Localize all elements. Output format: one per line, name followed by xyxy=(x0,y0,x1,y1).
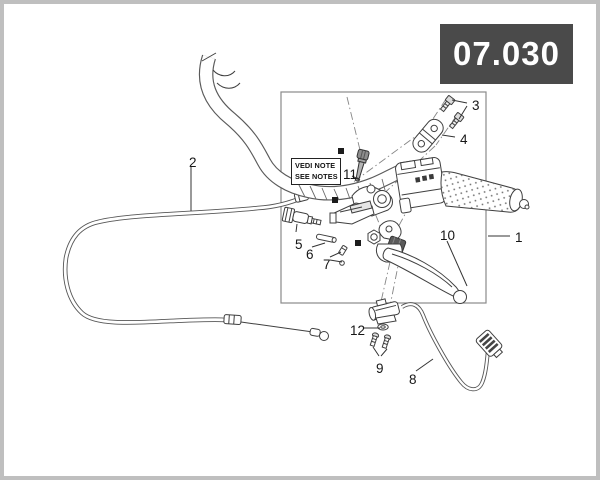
cable-adjuster xyxy=(281,206,322,226)
callout-10: 10 xyxy=(440,228,456,243)
section-code-badge: 07.030 xyxy=(440,24,573,84)
note-line-italian: VEDI NOTE xyxy=(295,161,336,170)
callout-6: 6 xyxy=(306,247,314,262)
pin xyxy=(315,233,337,243)
callout-7: 7 xyxy=(323,257,331,272)
handlebar-grip xyxy=(440,171,530,213)
callout-12: 12 xyxy=(350,323,366,338)
callout-5: 5 xyxy=(295,237,303,252)
leader-lines xyxy=(190,99,510,372)
hex-nut xyxy=(367,229,381,245)
wire-connector xyxy=(475,329,504,359)
switch-housing xyxy=(395,157,446,214)
switch-screws xyxy=(369,332,392,349)
switch-wire xyxy=(400,302,504,392)
clamp-screws xyxy=(439,95,465,130)
callout-9: 9 xyxy=(376,361,384,376)
note-box: VEDI NOTE SEE NOTES xyxy=(291,158,341,185)
clutch-lever xyxy=(375,220,467,304)
callout-3: 3 xyxy=(472,98,480,113)
callout-4: 4 xyxy=(460,132,468,147)
handlebar xyxy=(198,52,409,201)
callout-8: 8 xyxy=(409,372,417,387)
parts-diagram xyxy=(62,52,530,392)
handlebar-clamp xyxy=(412,118,444,153)
callout-2: 2 xyxy=(189,155,197,170)
lever-bracket xyxy=(329,184,393,225)
anchor-marker-squares xyxy=(332,148,361,246)
callout-1: 1 xyxy=(515,230,523,245)
screw-and-ball xyxy=(338,245,348,266)
callout-11: 11 xyxy=(343,167,358,182)
note-line-english: SEE NOTES xyxy=(295,172,338,182)
micro-switch xyxy=(368,298,400,331)
